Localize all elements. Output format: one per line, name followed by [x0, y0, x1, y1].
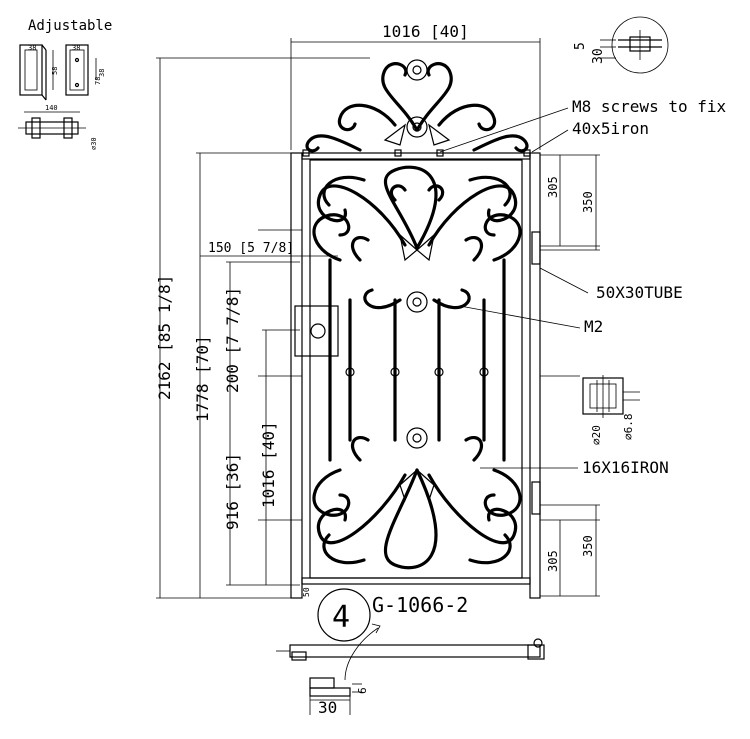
sec-30-label: 30 [591, 48, 606, 64]
det-38a-label: 38 [28, 44, 36, 52]
lock-offset-label: 200 [7 7/8] [223, 287, 242, 393]
overall-width-label: 1016 [40] [382, 22, 469, 41]
section-detail: 5 30 [573, 16, 669, 74]
gate-ornament [312, 165, 522, 570]
hinge-bottom-305-label: 305 [546, 550, 560, 572]
tube-callout: 50X30TUBE [596, 283, 683, 302]
gap50-label: 50 [302, 587, 311, 597]
m2-callout: M2 [584, 317, 603, 336]
det-30-label: ⌀30 [90, 137, 98, 150]
gate-frame [258, 149, 580, 599]
leader-lines [439, 107, 589, 469]
sec-5-label: 5 [573, 42, 588, 50]
screws-callout: M8 screws to fix [572, 97, 726, 116]
model-number: G-1066-2 [372, 593, 468, 617]
diam68-label: ⌀6.8 [622, 414, 635, 441]
det-58-label: 58 [51, 67, 59, 75]
hinge-top-350-label: 350 [581, 191, 595, 213]
total-height-label: 2162 [85 1/8] [155, 275, 174, 400]
det-38c-label: 38 [98, 69, 106, 77]
gate-height-label: 1778 [70] [193, 335, 212, 422]
plan-view: 6 30 [276, 638, 545, 717]
det-38b-label: 38 [72, 44, 80, 52]
det-140-label: 140 [45, 104, 58, 112]
adjustable-detail: 58 78 38 38 38 140 ⌀30 [18, 44, 106, 150]
model-tag: 4 G-1066-2 [317, 588, 468, 681]
plan-30-label: 30 [318, 698, 337, 717]
hinge-bottom-350-label: 350 [581, 535, 595, 557]
offset150-label: 150 [5 7/8] [208, 241, 294, 256]
hinge-top-305-label: 305 [546, 176, 560, 198]
diam20-label: ⌀20 [590, 425, 603, 445]
iron16-callout: 16X16IRON [582, 458, 669, 477]
adjustable-label: Adjustable [28, 18, 112, 34]
det-78-label: 78 [94, 77, 102, 85]
crest-ornament [305, 59, 529, 153]
dimension-lines [156, 38, 600, 599]
iron40x5-callout: 40x5iron [572, 119, 649, 138]
tube-section-detail: ⌀20 ⌀6.8 [582, 375, 640, 445]
lock-height-label: 1016 [40] [259, 421, 278, 508]
plan-mark-label: 6 [356, 687, 369, 694]
circle-number: 4 [332, 600, 350, 635]
handle-height-label: 916 [36] [223, 453, 242, 530]
